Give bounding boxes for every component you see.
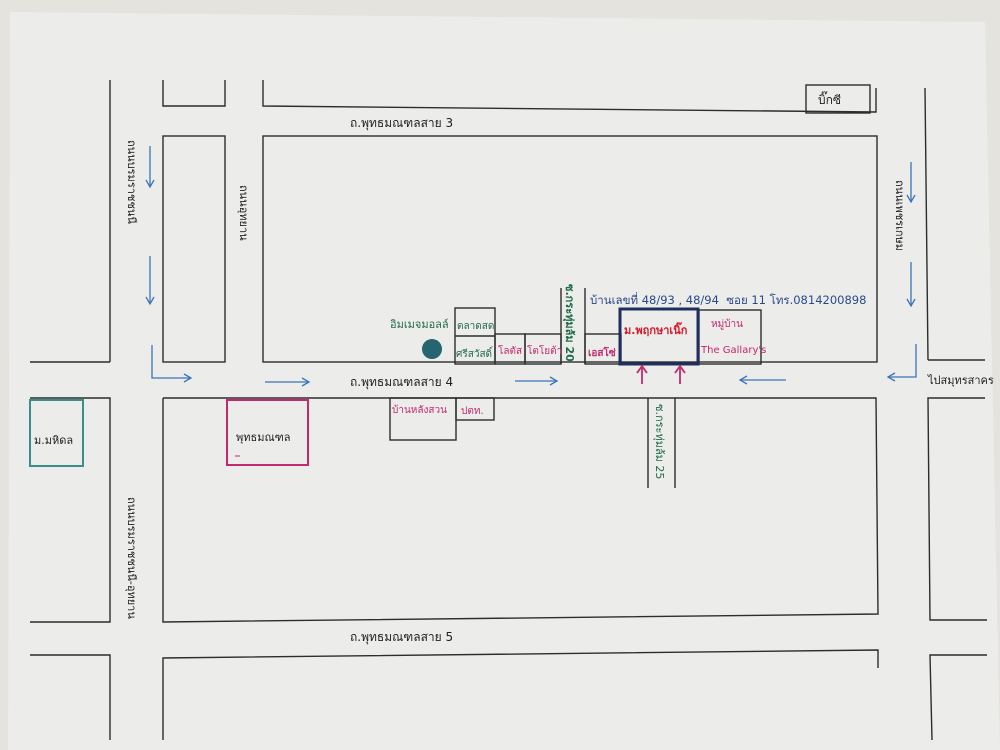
road-label-soi25: ซ.กระทุ่มล้ม 25 [653, 404, 666, 479]
target-village-label: ม.พฤกษาเนิ๊ก [624, 322, 688, 337]
direction-arrow [906, 298, 916, 308]
block-upper-left [162, 135, 226, 363]
target-village-box [618, 307, 700, 366]
road-line [162, 649, 879, 740]
mall-location-marker [422, 339, 442, 359]
road-label-sai4: ถ.พุทธมณฑลสาย 4 [350, 375, 453, 390]
ptt-label: ปตท. [461, 406, 484, 417]
road-label-lower-left-vertical: ถนนบรมราชชนนี-อุทยาน [125, 497, 138, 619]
direction-arrow [549, 376, 559, 386]
ptt-box [455, 397, 495, 421]
block-lower-main [162, 397, 879, 623]
road-line [30, 397, 111, 623]
big-c-box [805, 84, 871, 114]
srisawat-label: ศรีสวัสดิ์ [456, 346, 494, 360]
direction-arrow [738, 375, 748, 385]
road-label-sai5: ถ.พุทธมณฑลสาย 5 [350, 630, 453, 645]
road-label-right-vertical: ถนนเพชรเกษม [893, 180, 906, 251]
big-c-label: บิ๊กซี [818, 91, 841, 107]
phutthamonthon-box [226, 399, 309, 466]
mall-label: อิมเมจมอลล์ [390, 318, 449, 331]
road-label-sai3: ถ.พุทธมณฑลสาย 3 [350, 116, 453, 131]
block-upper-main [262, 135, 878, 363]
road-line [30, 654, 111, 740]
direction-arrow [145, 296, 155, 306]
road-line [927, 397, 987, 621]
paper-light-area [8, 12, 1000, 750]
direction-arrow [301, 377, 311, 387]
direction-arrow [886, 372, 896, 382]
road-label-soi20: ซ.กระทุ่มล้ม 20 [562, 284, 576, 362]
ban-lang-suan-label: บ้านหลังสวน [392, 404, 447, 416]
village-label: หมู่บ้าน [711, 318, 743, 330]
lotus-label: โลตัส [498, 344, 522, 357]
esso-label: เอสโซ่ [588, 346, 616, 359]
toyota-label: โตโยต้า [527, 344, 562, 357]
direction-arrow [151, 345, 190, 379]
mahidol-box [29, 399, 84, 467]
direction-arrow [183, 373, 193, 383]
entrance-arrow [636, 364, 648, 374]
road-line [924, 87, 929, 361]
road-line [929, 654, 987, 741]
road-line [262, 80, 877, 113]
direction-arrow [145, 179, 155, 189]
road-line [162, 80, 226, 107]
road-label-left-vertical: ถนนบรมราชชนนี [125, 140, 138, 224]
entrance-arrow [674, 364, 686, 374]
to-samut-sakhon-label: ไปสมุทรสาคร [927, 374, 994, 387]
mahidol-label: ม.มหิดล [34, 434, 73, 447]
direction-arrow [888, 344, 917, 378]
phutthamonthon-label: พุทธมณฑล [236, 431, 291, 444]
road-label-inner-vertical: ถนนอุทยาน [237, 185, 250, 241]
gallery-label: The Gallary's [700, 345, 766, 356]
direction-arrow [906, 194, 916, 204]
fresh-market-label: ตลาดสด [457, 321, 494, 332]
address-label: บ้านเลขที่ 48/93 , 48/94 ซอย 11 โทร.0814… [590, 292, 866, 307]
